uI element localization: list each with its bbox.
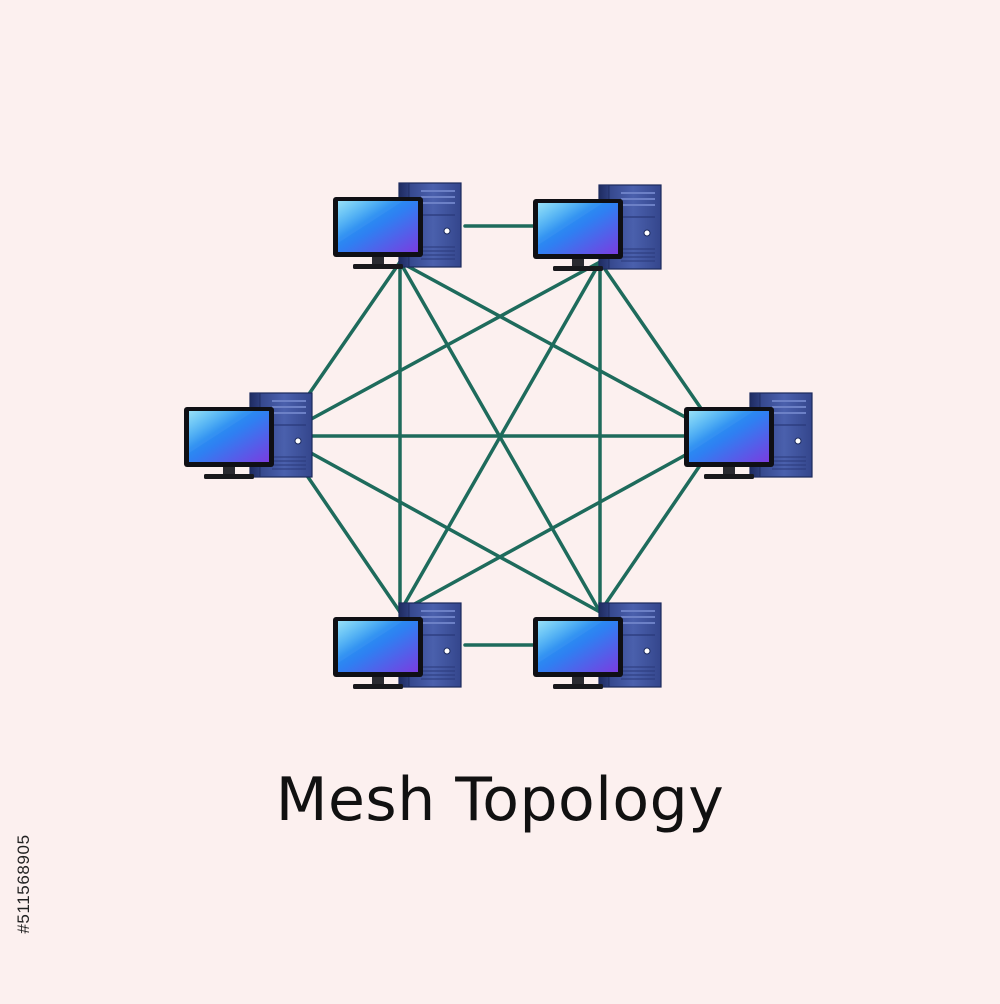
computer-node-middle-right [683,392,813,480]
mesh-links [278,224,722,647]
desktop-computer-icon [532,184,662,272]
stock-id-watermark: #511568905 [4,764,44,1004]
desktop-computer-icon [683,392,813,480]
diagram-title: Mesh Topology [275,765,725,835]
computer-node-top-right [532,184,662,272]
computer-node-top-left [332,182,462,270]
desktop-computer-icon [332,182,462,270]
desktop-computer-icon [183,392,313,480]
desktop-computer-icon [532,602,662,690]
computer-node-middle-left [183,392,313,480]
desktop-computer-icon [332,602,462,690]
mesh-link-top-left-to-middle-right [398,260,722,438]
mesh-link-middle-left-to-bottom-right [278,434,602,614]
mesh-link-middle-right-to-bottom-left [398,434,722,614]
stock-id-text: #511568905 [14,834,33,934]
computer-node-bottom-right [532,602,662,690]
computer-node-bottom-left [332,602,462,690]
mesh-link-top-right-to-middle-left [278,260,602,438]
